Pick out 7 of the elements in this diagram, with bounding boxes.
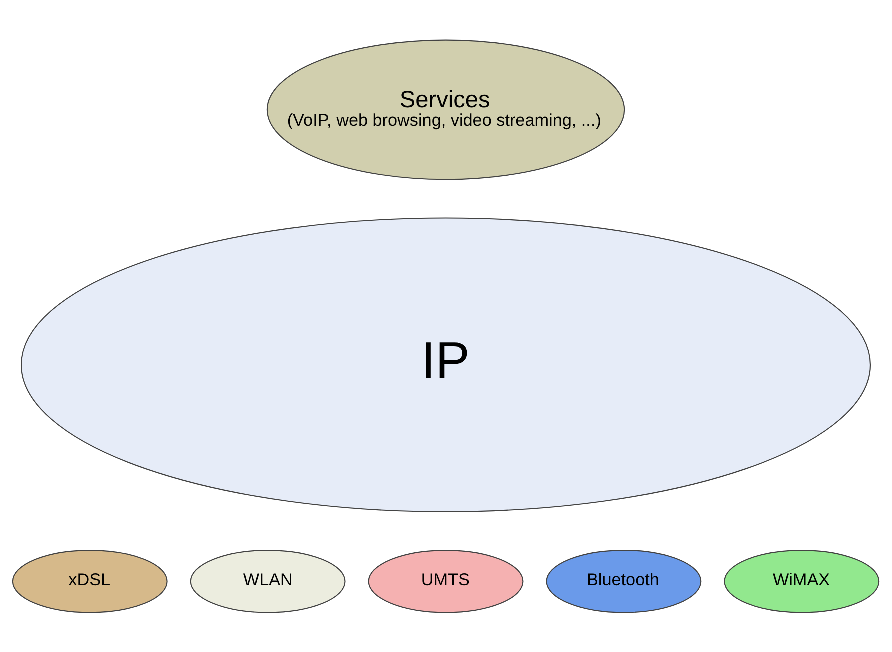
node-ellipse: Services (VoIP, web browsing, video streaming, ...): [266, 39, 626, 180]
node-ellipse: WLAN: [190, 550, 346, 613]
node-ellipse: UMTS: [368, 550, 524, 613]
node-ellipse: IP: [20, 217, 872, 512]
node-ellipse: xDSL: [12, 550, 168, 613]
node-ellipse: Bluetooth: [546, 550, 702, 613]
node-ellipse: WiMAX: [724, 550, 880, 613]
